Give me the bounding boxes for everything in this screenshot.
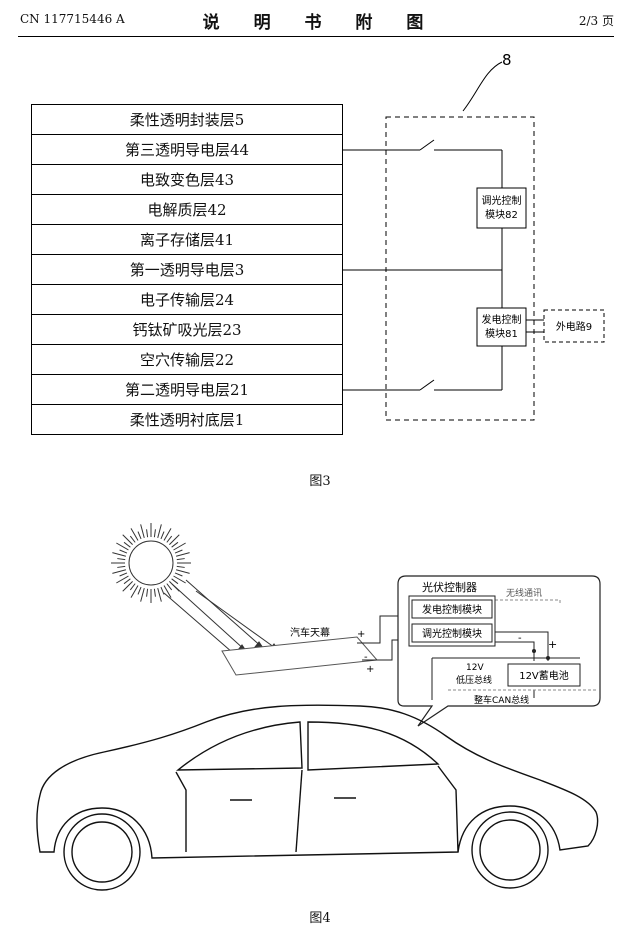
sun-ray <box>157 587 162 602</box>
switch-top <box>419 139 435 151</box>
sun-ray <box>123 541 131 548</box>
sun-ray <box>173 575 186 584</box>
sun-ray <box>171 541 179 548</box>
generation-module-label-1: 发电控制 <box>482 313 522 326</box>
sun-ray <box>163 585 172 598</box>
sun-ray <box>122 581 133 592</box>
generation-module-label-2: 模块81 <box>485 328 518 340</box>
sun-ray <box>166 583 173 591</box>
sun-ray <box>173 542 186 551</box>
sun-ray <box>174 572 183 577</box>
sun-ray <box>160 531 165 540</box>
sun-ray <box>137 531 142 540</box>
sun-ray <box>146 588 149 597</box>
page-title: 说 明 书 附 图 <box>202 13 438 33</box>
sun-ray <box>140 524 145 539</box>
bus-low-voltage-label: 低压总线 <box>456 674 492 686</box>
sun-ray <box>129 583 136 591</box>
sun-ray <box>163 528 172 541</box>
sun-icon <box>111 523 191 603</box>
sun-ray <box>116 542 129 551</box>
sun-ray <box>137 586 142 595</box>
sun-ray <box>169 534 180 545</box>
junction-dot-2 <box>546 656 550 660</box>
battery-plus: + <box>548 638 557 651</box>
dimming-module-label-1: 调光控制 <box>482 194 522 207</box>
sun-ray <box>153 588 156 597</box>
layer-electron-transport: 电子传输层24 <box>31 284 343 315</box>
bus-12v-label: 12V <box>466 663 484 673</box>
sun-ray <box>112 569 127 574</box>
sun-ray <box>129 535 136 543</box>
sun-ray <box>117 558 126 561</box>
sunroof-plus-2: + <box>366 664 374 675</box>
sun-ray <box>175 552 190 557</box>
layer-electrolyte: 电解质层42 <box>31 194 343 225</box>
layer-stack: 柔性透明封装层5 第三透明导电层44 电致变色层43 电解质层42 离子存储层4… <box>31 104 343 435</box>
sun-ray <box>130 528 139 541</box>
ref-label-8: 8 <box>502 51 512 69</box>
sun-ray <box>130 585 139 598</box>
generation-module-box-4 <box>411 599 493 619</box>
controller-dashed-box <box>385 116 535 421</box>
battery-wiring <box>431 631 580 700</box>
battery-box <box>507 663 581 687</box>
page-number: 2/3 页 <box>578 14 614 28</box>
can-bus-label: 整车CAN总线 <box>474 694 529 706</box>
wireless-link <box>495 599 561 604</box>
layer-substrate: 柔性透明衬底层1 <box>31 404 343 435</box>
sun-ray <box>176 565 185 568</box>
switch-bottom <box>419 379 435 391</box>
sun-ray <box>157 524 162 539</box>
battery-minus: - <box>518 633 522 644</box>
controller-inner-box <box>408 595 496 647</box>
fig3-circuit <box>343 61 605 421</box>
sun-ray <box>112 552 127 557</box>
layer-first-conductive: 第一透明导电层3 <box>31 254 343 285</box>
sun-ray <box>140 587 145 602</box>
layer-third-conductive: 第三透明导电层44 <box>31 134 343 165</box>
dimming-module-label-2: 模块82 <box>485 209 518 221</box>
generation-module-label: 发电控制模块 <box>422 603 482 616</box>
dimming-module-box-4 <box>411 623 493 643</box>
sun-ray <box>146 529 149 538</box>
header-rule <box>18 36 614 37</box>
sunroof-minus: - <box>364 652 368 663</box>
sunroof-label: 汽车天幕 <box>290 626 330 639</box>
controller-title: 光伏控制器 <box>422 580 477 594</box>
sun-ray <box>166 535 173 543</box>
ref-leader-line <box>462 61 503 112</box>
battery-label: 12V蓄电池 <box>519 669 569 682</box>
car-outline <box>36 704 599 891</box>
sun-ray <box>175 569 190 574</box>
wireless-label: 无线通讯 <box>506 587 542 599</box>
sun-ray <box>174 549 183 554</box>
sunroof-plus: + <box>357 629 365 640</box>
patent-number: CN 117715446 A <box>20 12 125 26</box>
sun-ray <box>171 578 179 585</box>
dimming-module-box <box>476 187 527 229</box>
sun-ray <box>122 534 133 545</box>
sun-ray <box>116 575 129 584</box>
generation-module-box <box>476 307 527 347</box>
sun-ray <box>176 558 185 561</box>
sunroof-panel <box>221 636 379 676</box>
dimming-module-label: 调光控制模块 <box>422 627 482 640</box>
junction-dot-1 <box>532 649 536 653</box>
figure3-caption: 图3 <box>309 474 331 489</box>
sun-ray <box>153 529 156 538</box>
sun-ray <box>119 549 128 554</box>
external-circuit-box <box>543 309 605 343</box>
sun-ray <box>119 572 128 577</box>
figure4-caption: 图4 <box>309 911 331 926</box>
external-circuit-label: 外电路9 <box>556 320 592 333</box>
sun-ray <box>117 565 126 568</box>
sun-ray <box>160 586 165 595</box>
sun-ray <box>123 578 131 585</box>
layer-hole-transport: 空穴传输层22 <box>31 344 343 375</box>
